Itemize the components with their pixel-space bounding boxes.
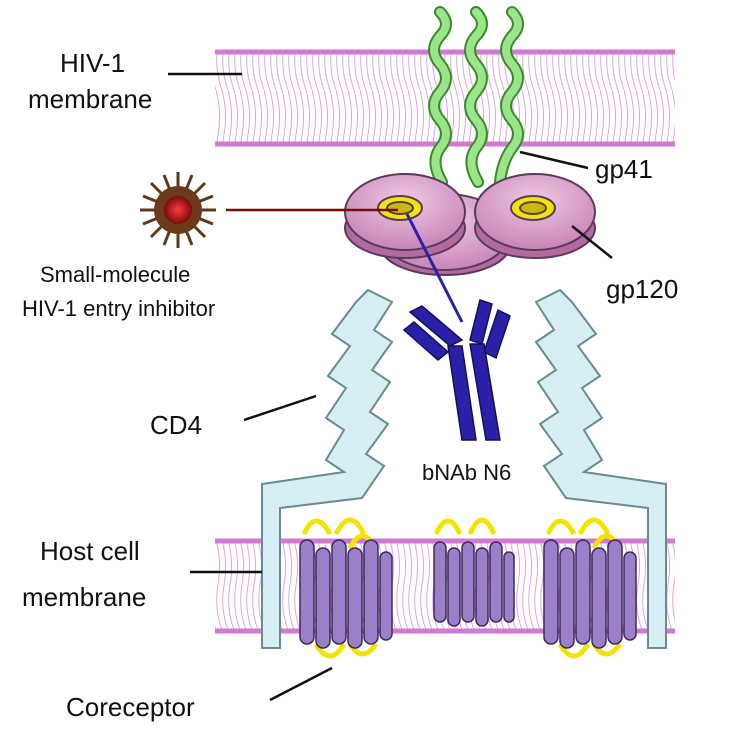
bnab-label: bNAb N6: [422, 460, 511, 485]
host-membrane-label-line1: Host cell: [40, 536, 140, 566]
leader-lines: [168, 72, 613, 702]
coreceptor-label: Coreceptor: [66, 692, 195, 722]
host-membrane-label-line2: membrane: [22, 582, 146, 612]
gp120-trimer-icon: [344, 173, 596, 276]
gp41-label: gp41: [595, 154, 653, 184]
inhibitor-label-line1: Small-molecule: [40, 262, 190, 287]
gp41-helix-icon: [428, 6, 524, 188]
coreceptor-icon: [299, 517, 637, 659]
cd4-label: CD4: [150, 410, 202, 440]
inhibitor-molecule-icon: [140, 172, 216, 248]
hiv-membrane-label-line1: HIV-1: [60, 48, 125, 78]
cd4-receptor-icon: [261, 288, 667, 649]
antibody-icon: [402, 213, 511, 441]
hiv-membrane-label-line2: membrane: [28, 84, 152, 114]
inhibitor-label-line2: HIV-1 entry inhibitor: [22, 296, 215, 321]
gp120-label: gp120: [606, 274, 678, 304]
